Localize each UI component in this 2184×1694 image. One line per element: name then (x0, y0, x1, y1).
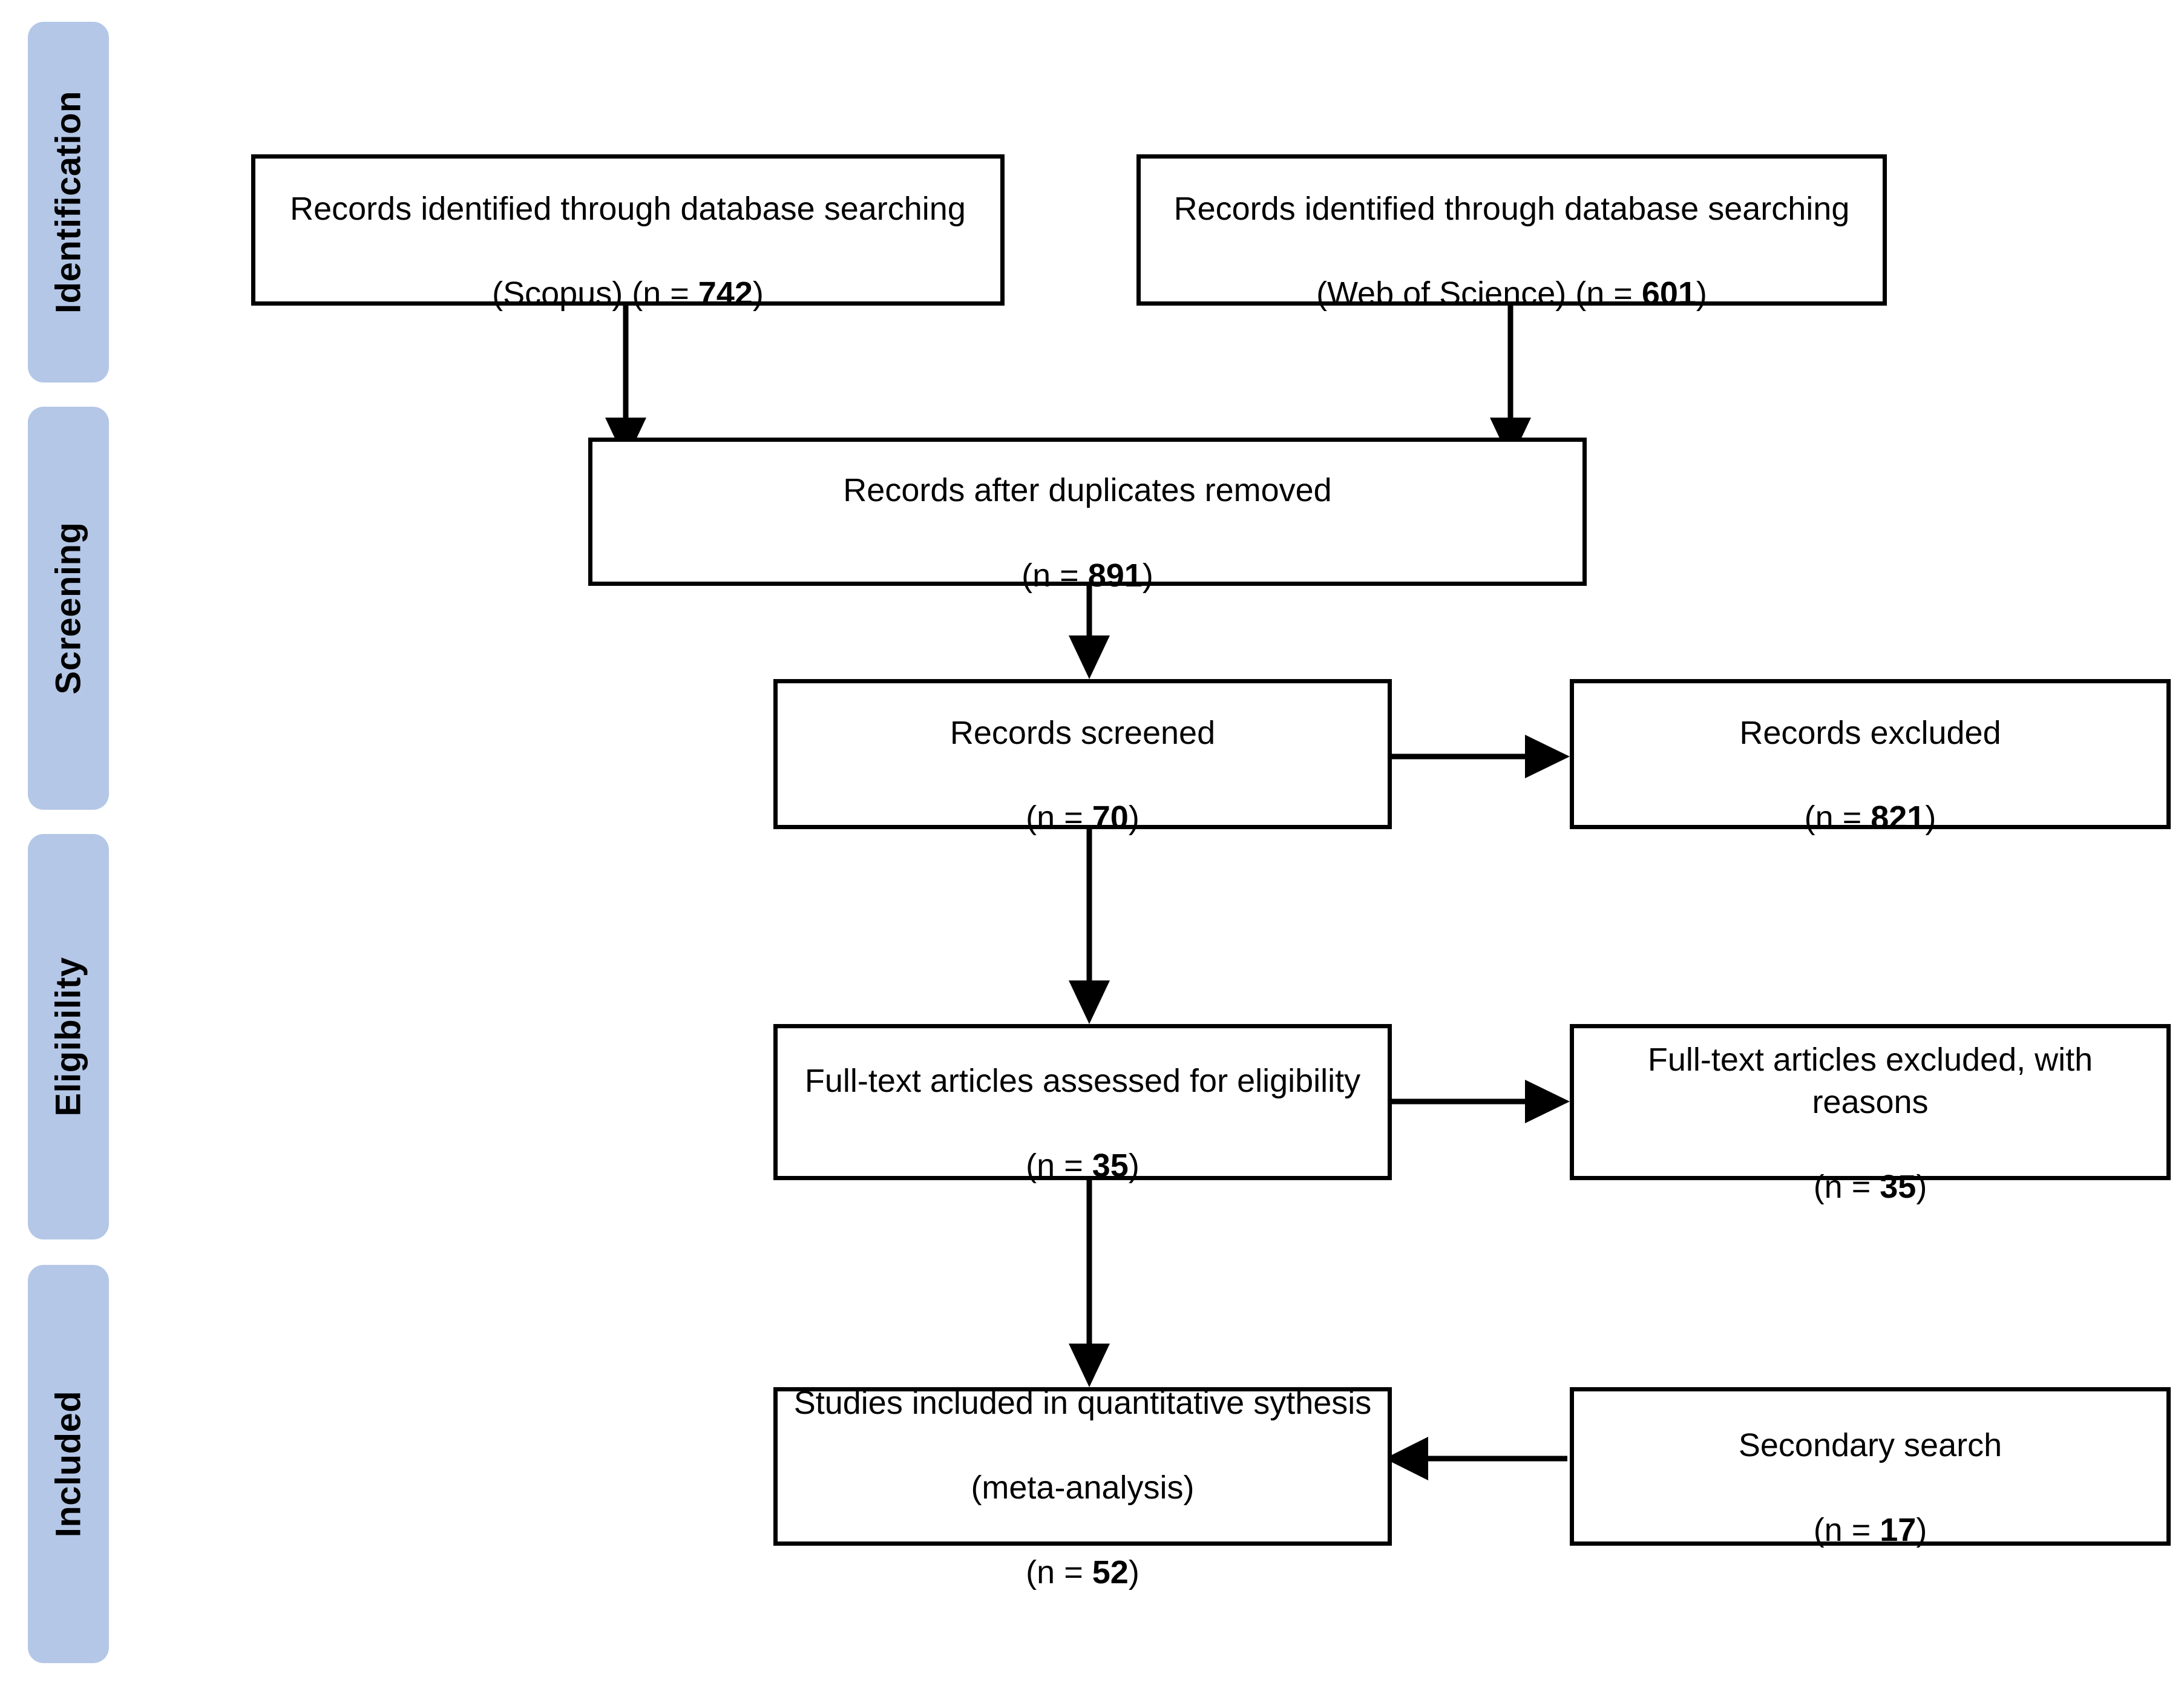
connector-fulltext-to-included (1069, 1180, 1110, 1387)
box-secondary-search-line2-suffix: ) (1916, 1512, 1927, 1549)
box-records-screened-line2-suffix: ) (1128, 799, 1140, 836)
connector-screened-to-fulltext (1069, 829, 1110, 1024)
stage-label-identification: Identification (48, 91, 88, 314)
box-fulltext-assessed-line2-prefix: (n = (1026, 1147, 1092, 1184)
box-records-deduplicated-line1: Records after duplicates removed (843, 472, 1332, 509)
connector-dedup-to-screened (1069, 586, 1110, 679)
box-records-deduplicated-text: Records after duplicates removed (n = 89… (830, 427, 1345, 597)
stage-pill-screening: Screening (28, 407, 109, 810)
box-studies-included-line1: Studies included in quantitative sythesi… (793, 1384, 1372, 1421)
box-fulltext-excluded-line2-suffix: ) (1916, 1169, 1927, 1206)
box-secondary-search-text: Secondary search (n = 17) (1725, 1382, 2015, 1552)
box-records-screened: Records screened (n = 70) (773, 679, 1392, 836)
box-fulltext-excluded-line2-prefix: (n = (1813, 1169, 1880, 1206)
box-records-wos-line1: Records identified through database sear… (1173, 190, 1850, 227)
box-records-excluded-line1: Records excluded (1739, 714, 2001, 751)
box-fulltext-excluded-text: Full-text articles excluded, with reason… (1574, 996, 2166, 1209)
box-records-wos-line2-suffix: ) (1696, 275, 1707, 312)
box-records-deduplicated-count: 891 (1087, 557, 1143, 594)
box-secondary-search-count: 17 (1880, 1512, 1917, 1549)
box-studies-included: Studies included in quantitative sythesi… (773, 1385, 1392, 1591)
box-records-scopus-text: Records identified through database sear… (277, 145, 979, 315)
box-records-deduplicated: Records after duplicates removed (n = 89… (588, 438, 1587, 594)
box-studies-included-line2-prefix: (n = (1026, 1554, 1092, 1591)
box-records-excluded-line2-suffix: ) (1925, 799, 1936, 836)
connector-secondary-to-included (1385, 1437, 1567, 1480)
box-records-excluded-text: Records excluded (n = 821) (1726, 669, 2014, 839)
box-records-wos-text: Records identified through database sear… (1161, 145, 1863, 315)
box-secondary-search: Secondary search (n = 17) (1570, 1387, 2171, 1548)
box-records-excluded-count: 821 (1871, 799, 1926, 836)
box-records-excluded: Records excluded (n = 821) (1570, 679, 2171, 836)
box-fulltext-assessed-text: Full-text articles assessed for eligibil… (792, 1017, 1374, 1187)
box-records-wos-count: 601 (1641, 275, 1696, 312)
box-secondary-search-line1: Secondary search (1738, 1426, 2002, 1463)
connector-screened-to-excluded (1390, 735, 1570, 778)
box-records-deduplicated-line2-suffix: ) (1142, 557, 1153, 594)
box-records-scopus-line2-suffix: ) (752, 275, 764, 312)
box-records-scopus-line2-prefix: (Scopus) (n = (492, 275, 698, 312)
box-studies-included-count: 52 (1092, 1554, 1129, 1591)
box-records-screened-text: Records screened (n = 70) (937, 669, 1228, 839)
stage-pill-included: Included (28, 1265, 109, 1663)
connector-fulltext-to-fulltext-excluded (1390, 1080, 1570, 1123)
stage-label-screening: Screening (48, 522, 88, 695)
box-records-scopus-line1: Records identified through database sear… (290, 190, 966, 227)
box-records-wos-line2-prefix: (Web of Science) (n = (1316, 275, 1642, 312)
stage-label-included: Included (48, 1390, 88, 1538)
box-studies-included-line1b: (meta-analysis) (971, 1469, 1195, 1506)
box-fulltext-assessed-line2-suffix: ) (1128, 1147, 1140, 1184)
box-fulltext-assessed-line1: Full-text articles assessed for eligibil… (804, 1062, 1361, 1099)
box-records-wos: Records identified through database sear… (1136, 154, 1887, 312)
stage-label-eligibility: Eligibility (48, 957, 88, 1117)
box-fulltext-assessed: Full-text articles assessed for eligibil… (773, 1024, 1392, 1184)
box-records-scopus: Records identified through database sear… (251, 154, 1005, 312)
box-records-screened-count: 70 (1092, 799, 1129, 836)
box-records-scopus-count: 742 (698, 275, 753, 312)
box-secondary-search-line2-prefix: (n = (1813, 1512, 1880, 1549)
box-records-screened-line1: Records screened (949, 714, 1216, 751)
box-studies-included-text: Studies included in quantitative sythesi… (781, 1339, 1385, 1594)
box-records-excluded-line2-prefix: (n = (1804, 799, 1871, 836)
box-fulltext-excluded: Full-text articles excluded, with reason… (1570, 1024, 2171, 1205)
box-studies-included-line2-suffix: ) (1128, 1554, 1140, 1591)
box-fulltext-excluded-line1: Full-text articles excluded, with reason… (1647, 1041, 2093, 1120)
box-fulltext-excluded-count: 35 (1880, 1169, 1917, 1206)
stage-pill-identification: Identification (28, 22, 109, 382)
box-records-screened-line2-prefix: (n = (1026, 799, 1092, 836)
stage-pill-eligibility: Eligibility (28, 834, 109, 1239)
box-records-deduplicated-line2-prefix: (n = (1021, 557, 1088, 594)
box-fulltext-assessed-count: 35 (1092, 1147, 1129, 1184)
